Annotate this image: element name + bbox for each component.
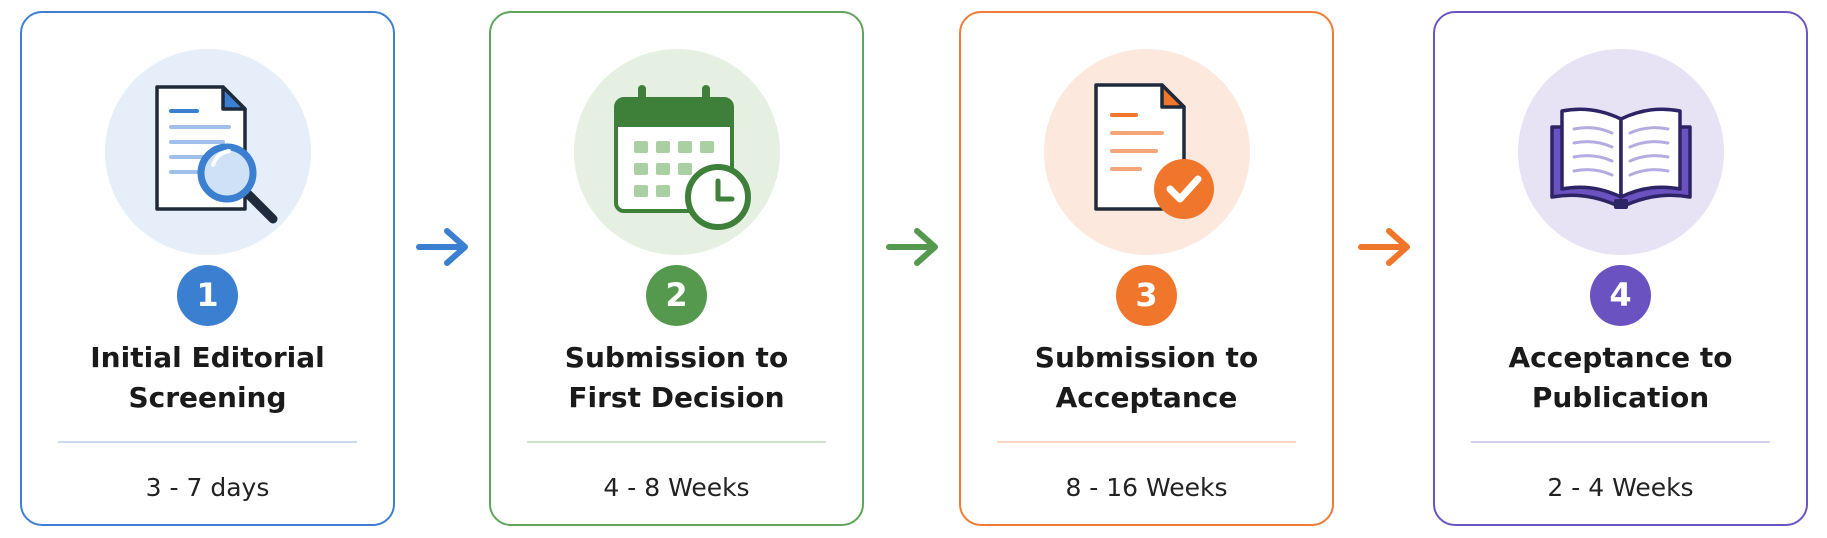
step-duration: 2 - 4 Weeks [1547, 473, 1694, 502]
step-title-line: Submission to [564, 341, 789, 374]
divider [58, 441, 357, 443]
step-title-line: Acceptance to [1508, 341, 1733, 374]
step-duration: 3 - 7 days [145, 473, 270, 502]
step-number-badge: 1 [177, 265, 238, 326]
open-book-icon [1518, 49, 1724, 255]
step-duration: 8 - 16 Weeks [1065, 473, 1228, 502]
arrow-right-icon [1357, 226, 1413, 268]
document-search-icon [105, 49, 311, 255]
arrow-right-icon [885, 226, 941, 268]
step-duration: 4 - 8 Weeks [603, 473, 750, 502]
step-number-badge: 2 [646, 265, 707, 326]
document-check-icon [1044, 49, 1250, 255]
step-card-acceptance-to-publication: 4 Acceptance to Publication 2 - 4 Weeks [1433, 11, 1808, 526]
step-card-submission-to-first-decision: 2 Submission to First Decision 4 - 8 Wee… [489, 11, 864, 526]
step-title-line: Submission to [1034, 341, 1259, 374]
step-number-badge: 4 [1590, 265, 1651, 326]
step-title-line: First Decision [568, 381, 785, 414]
step-title-line: Publication [1531, 381, 1710, 414]
divider [527, 441, 826, 443]
calendar-clock-icon [574, 49, 780, 255]
step-title-line: Screening [128, 381, 287, 414]
step-title: Submission to Acceptance [971, 338, 1322, 418]
step-card-submission-to-acceptance: 3 Submission to Acceptance 8 - 16 Weeks [959, 11, 1334, 526]
step-title: Initial Editorial Screening [32, 338, 383, 418]
divider [997, 441, 1296, 443]
step-title: Acceptance to Publication [1445, 338, 1796, 418]
step-title-line: Initial Editorial [90, 341, 325, 374]
step-card-initial-editorial-screening: 1 Initial Editorial Screening 3 - 7 days [20, 11, 395, 526]
step-title: Submission to First Decision [501, 338, 852, 418]
step-number-badge: 3 [1116, 265, 1177, 326]
arrow-right-icon [415, 226, 471, 268]
step-title-line: Acceptance [1055, 381, 1238, 414]
divider [1471, 441, 1770, 443]
